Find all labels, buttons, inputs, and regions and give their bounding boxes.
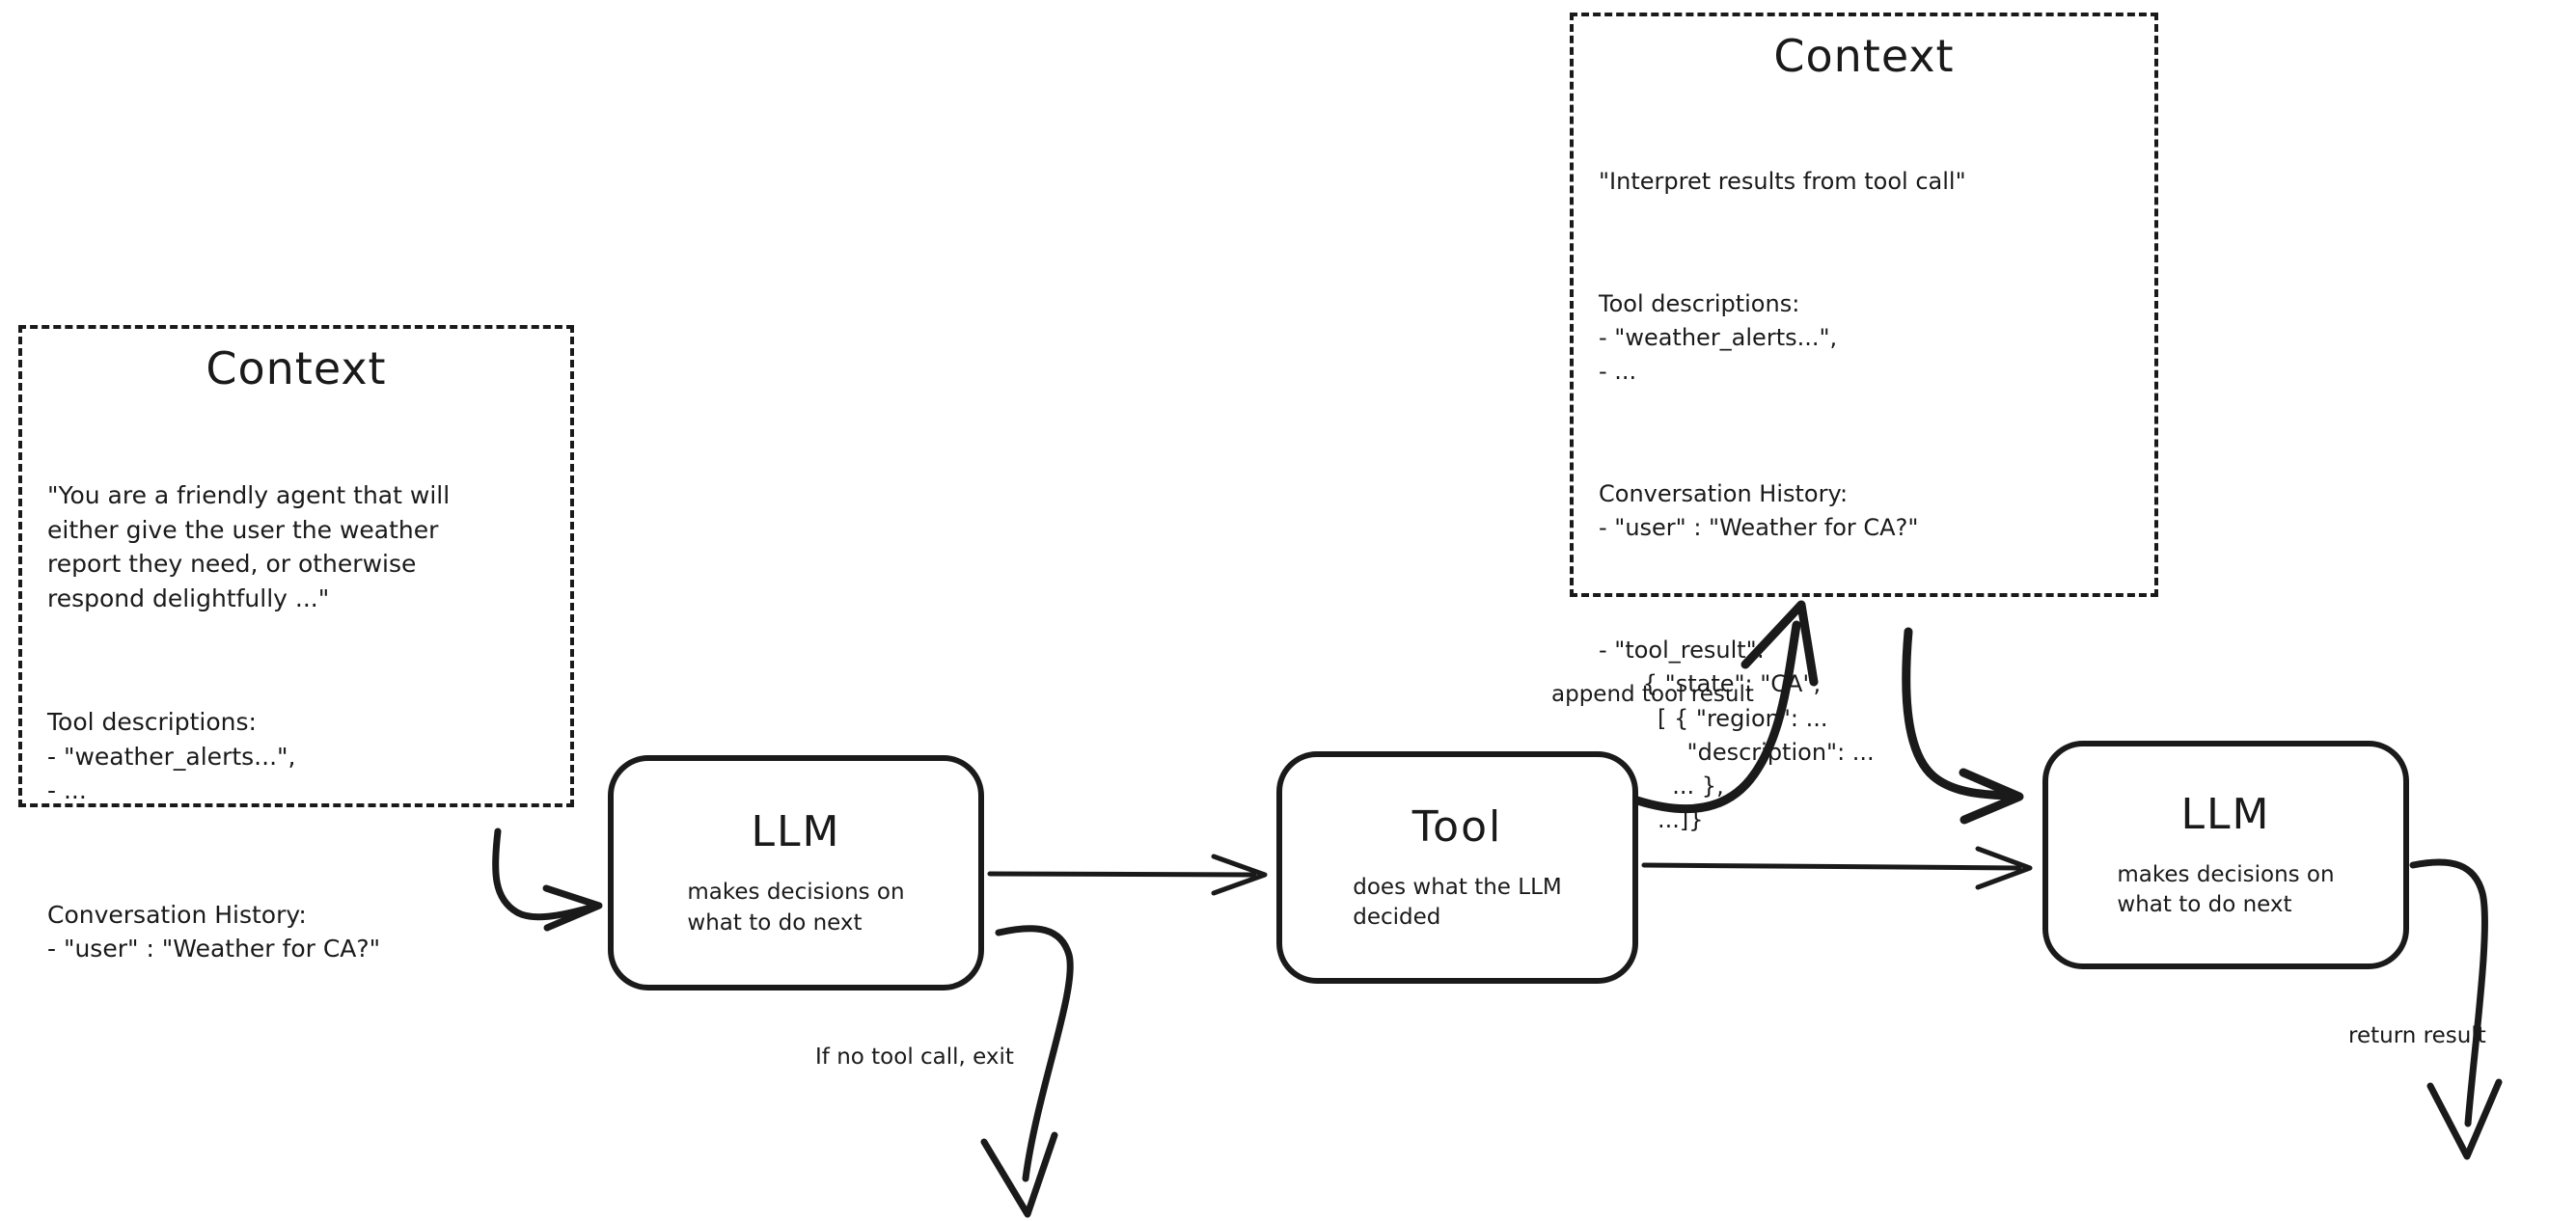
context-left-tool-descriptions: Tool descriptions: - "weather_alerts..."…	[47, 708, 296, 804]
edge-label-append-tool-result: append tool result	[1551, 682, 1754, 707]
node-llm-first-subtitle: makes decisions on what to do next	[687, 880, 905, 936]
arrow-llm-first-to-tool	[987, 854, 1268, 896]
arrow-llm-second-return	[2409, 858, 2503, 1160]
node-llm-second-subtitle: makes decisions on what to do next	[2117, 861, 2335, 917]
context-right-conversation-history: Conversation History: - "user" : "Weathe…	[1599, 480, 1919, 542]
edge-label-return-result: return result	[2348, 1023, 2486, 1048]
context-left-conversation-history: Conversation History: - "user" : "Weathe…	[47, 900, 381, 963]
node-tool-title: Tool	[1411, 801, 1503, 852]
context-panel-right: Context "Interpret results from tool cal…	[1570, 13, 2158, 833]
context-right-tool-descriptions: Tool descriptions: - "weather_alerts..."…	[1599, 290, 1838, 386]
context-left-body: "You are a friendly agent that will eith…	[22, 410, 570, 1035]
arrow-llm-first-exit	[980, 925, 1074, 1218]
node-llm-first[interactable]: LLM makes decisions on what to do next	[608, 755, 984, 990]
context-left-title: Context	[206, 342, 387, 394]
context-panel-left: Context "You are a friendly agent that w…	[18, 325, 574, 963]
edge-label-if-no-tool-call-exit: If no tool call, exit	[815, 1045, 1014, 1070]
context-right-title: Context	[1773, 30, 1955, 82]
context-right-system-prompt: "Interpret results from tool call"	[1599, 168, 1966, 196]
node-tool-subtitle: does what the LLM decided	[1353, 874, 1562, 930]
node-llm-first-title: LLM	[751, 807, 841, 857]
node-llm-second-title: LLM	[2180, 789, 2271, 839]
node-llm-second[interactable]: LLM makes decisions on what to do next	[2042, 741, 2409, 969]
context-left-system-prompt: "You are a friendly agent that will eith…	[47, 481, 451, 612]
node-tool[interactable]: Tool does what the LLM decided	[1276, 751, 1638, 984]
